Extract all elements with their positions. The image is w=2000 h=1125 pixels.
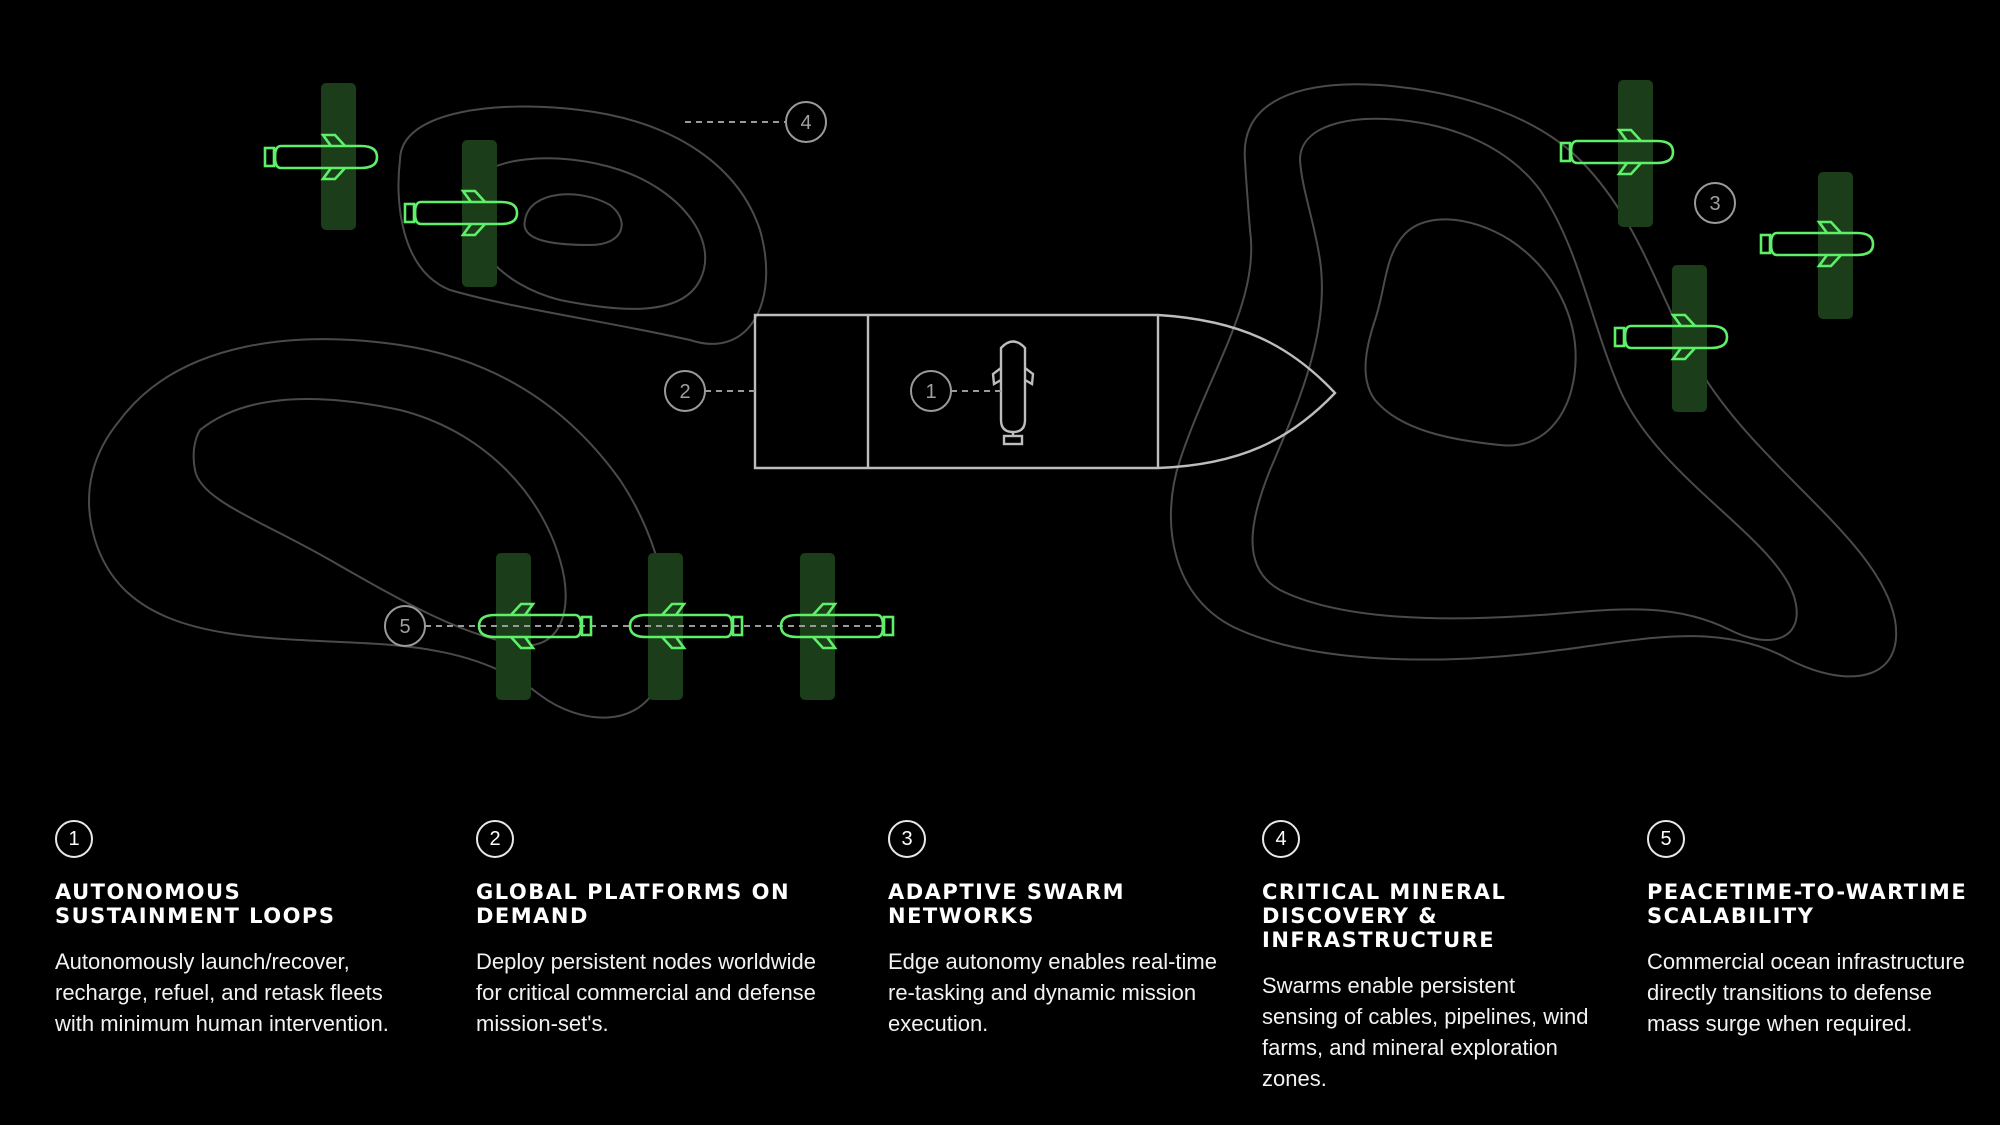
mothership-hull bbox=[753, 313, 1337, 470]
contour-line bbox=[397, 105, 768, 345]
marker-2: 2 bbox=[664, 370, 706, 412]
feature-number: 3 bbox=[888, 820, 926, 858]
sensor-swath bbox=[462, 140, 497, 287]
svg-text:3: 3 bbox=[1709, 193, 1720, 215]
drone-icon bbox=[1613, 313, 1729, 361]
contour-line bbox=[192, 398, 567, 647]
feature-title: Autonomous Sustainment Loops bbox=[55, 880, 336, 928]
feature-number: 4 bbox=[1262, 820, 1300, 858]
sensor-swath bbox=[1618, 80, 1653, 227]
sensor-swath bbox=[1672, 265, 1707, 412]
feature-1: 1 Autonomous Sustainment Loops Autonomou… bbox=[55, 820, 415, 1039]
feature-body: Swarms enable persistent sensing of cabl… bbox=[1262, 973, 1589, 1091]
feature-body: Edge autonomy enables real-time re-taski… bbox=[888, 949, 1217, 1036]
contour-line bbox=[1364, 218, 1577, 447]
contour-line bbox=[1169, 83, 1898, 678]
marker-5: 5 bbox=[384, 605, 426, 647]
fleet-diagram: 4 2 1 3 5 bbox=[88, 80, 1898, 719]
feature-body: Commercial ocean infrastructure directly… bbox=[1647, 949, 1965, 1036]
drone-icon bbox=[1559, 128, 1675, 176]
feature-4: 4 Critical Mineral Discovery & Infrastru… bbox=[1262, 820, 1597, 1094]
marker-1: 1 bbox=[910, 370, 952, 412]
feature-body: Autonomously launch/recover, recharge, r… bbox=[55, 949, 389, 1036]
svg-text:2: 2 bbox=[679, 381, 690, 403]
feature-title: Peacetime-to-Wartime Scalability bbox=[1647, 880, 1968, 928]
feature-number: 1 bbox=[55, 820, 93, 858]
sensor-swath bbox=[800, 553, 835, 700]
contour-line bbox=[88, 338, 669, 719]
docked-drone-icon bbox=[991, 340, 1035, 446]
connector-lines bbox=[425, 121, 1001, 627]
feature-list: 1 Autonomous Sustainment Loops Autonomou… bbox=[0, 820, 2000, 1120]
contour-line bbox=[467, 157, 707, 310]
contour-line bbox=[1251, 117, 1798, 641]
sensor-swaths bbox=[321, 80, 1853, 700]
feature-3: 3 Adaptive Swarm Networks Edge autonomy … bbox=[888, 820, 1218, 1039]
feature-5: 5 Peacetime-to-Wartime Scalability Comme… bbox=[1647, 820, 1977, 1039]
sensor-swath bbox=[648, 553, 683, 700]
feature-2: 2 Global Platforms On Demand Deploy pers… bbox=[476, 820, 821, 1039]
feature-number: 2 bbox=[476, 820, 514, 858]
feature-title: Global Platforms On Demand bbox=[476, 880, 791, 928]
svg-text:5: 5 bbox=[399, 616, 410, 638]
contour-lines bbox=[88, 83, 1898, 719]
diagram-markers: 4 2 1 3 5 bbox=[384, 101, 1736, 647]
drone-icon bbox=[1759, 220, 1875, 268]
svg-text:4: 4 bbox=[800, 112, 811, 134]
drone-icon bbox=[403, 189, 519, 237]
feature-title: Critical Mineral Discovery & Infrastruct… bbox=[1262, 880, 1507, 952]
feature-body: Deploy persistent nodes worldwide for cr… bbox=[476, 949, 816, 1036]
marker-3: 3 bbox=[1694, 182, 1736, 224]
contour-line bbox=[523, 193, 623, 247]
svg-text:1: 1 bbox=[925, 381, 936, 403]
sensor-swath bbox=[321, 83, 356, 230]
marker-4: 4 bbox=[785, 101, 827, 143]
feature-number: 5 bbox=[1647, 820, 1685, 858]
feature-title: Adaptive Swarm Networks bbox=[888, 880, 1126, 928]
sensor-swath bbox=[1818, 172, 1853, 319]
